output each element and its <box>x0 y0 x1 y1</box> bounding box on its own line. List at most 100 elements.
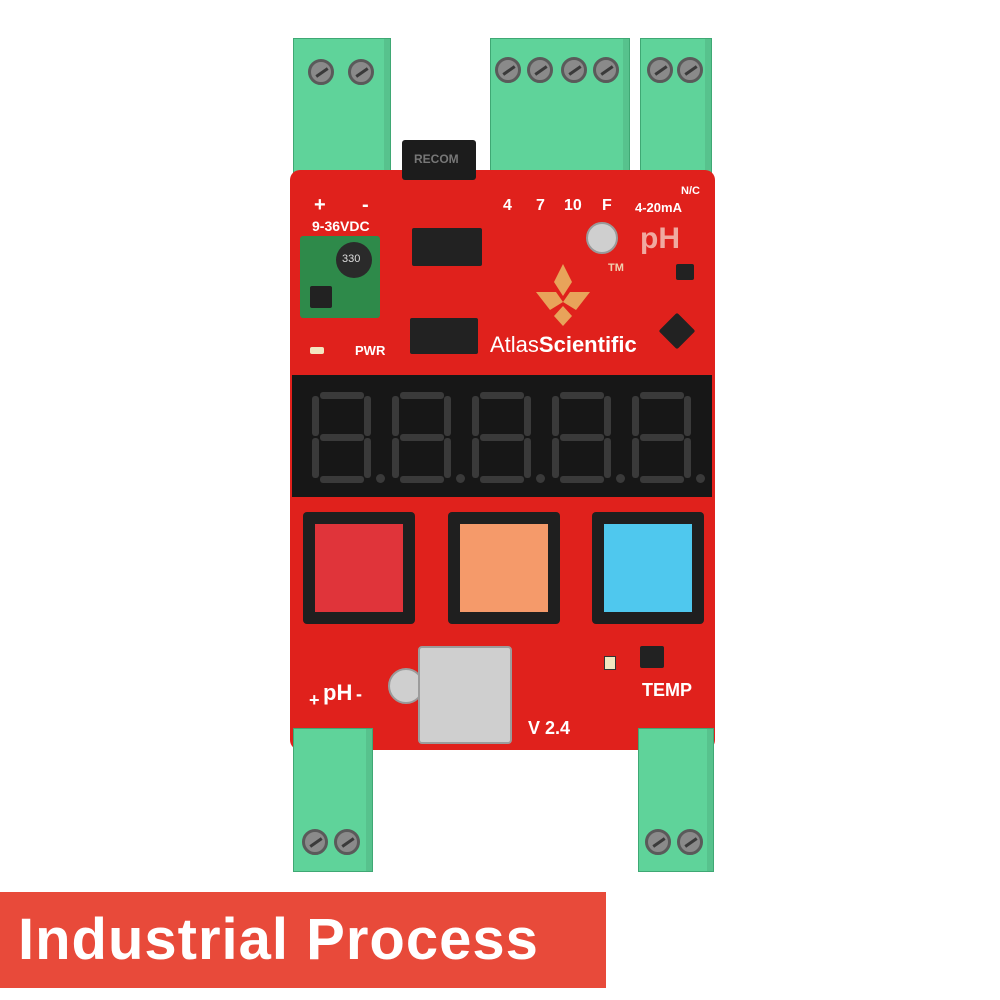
digit-segment <box>632 438 639 478</box>
red-button[interactable] <box>303 512 415 624</box>
digit-segment <box>684 396 691 436</box>
terminal-screw <box>527 57 553 83</box>
terminal-screw <box>495 57 521 83</box>
digit-segment <box>480 392 524 399</box>
digit-decimal-point <box>536 474 545 483</box>
digit-segment <box>364 438 371 478</box>
version-label: V 2.4 <box>528 718 571 738</box>
power-minus-label: - <box>362 194 369 216</box>
digit-decimal-point <box>696 474 705 483</box>
ic-chip <box>412 228 482 266</box>
digit-segment <box>320 392 364 399</box>
atlas-logo-icon <box>536 264 590 326</box>
terminal-screw <box>645 829 671 855</box>
mounting-screw <box>586 222 618 254</box>
brand-bold: Scientific <box>538 332 637 357</box>
recom-label: RECOM <box>414 152 459 166</box>
blue-button[interactable] <box>592 512 704 624</box>
current-loop-label: 4-20mA <box>635 200 682 215</box>
display-digit <box>312 392 385 483</box>
digit-segment <box>524 396 531 436</box>
digit-decimal-point <box>616 474 625 483</box>
digit-segment <box>472 396 479 436</box>
digit-segment <box>552 438 559 478</box>
display-digit <box>472 392 545 483</box>
digit-segment <box>604 396 611 436</box>
terminal-screw <box>348 59 374 85</box>
digit-segment <box>444 396 451 436</box>
nc-label: N/C <box>681 185 700 197</box>
digit-segment <box>640 476 684 483</box>
digit-segment <box>640 434 684 441</box>
smd-component <box>604 656 616 670</box>
ic-chip <box>676 264 694 280</box>
digit-segment <box>444 438 451 478</box>
ph-probe-terminal-block <box>293 728 373 872</box>
orange-button-face <box>460 524 548 612</box>
dc-dc-module: 330 <box>300 236 380 318</box>
power-terminal-block <box>293 38 391 190</box>
digit-segment <box>524 438 531 478</box>
ic-chip <box>640 646 664 668</box>
digit-segment <box>320 434 364 441</box>
terminal-screw <box>677 829 703 855</box>
orange-button[interactable] <box>448 512 560 624</box>
voltage-label: 9-36VDC <box>312 218 370 234</box>
digit-segment <box>552 396 559 436</box>
digit-segment <box>560 392 604 399</box>
temp-label: TEMP <box>642 680 693 700</box>
trademark-label: TM <box>608 262 624 274</box>
terminal-screw <box>677 57 703 83</box>
power-plus-label: + <box>314 194 326 216</box>
digit-segment <box>400 434 444 441</box>
digit-segment <box>312 438 319 478</box>
digit-segment <box>400 476 444 483</box>
display-digit <box>632 392 705 483</box>
digit-segment <box>320 476 364 483</box>
digit-decimal-point <box>456 474 465 483</box>
digit-segment <box>400 392 444 399</box>
sensor-connector <box>418 646 512 744</box>
brand-name: AtlasScientific <box>490 332 637 358</box>
digit-decimal-point <box>376 474 385 483</box>
recom-regulator: RECOM <box>402 140 476 180</box>
terminal-screw <box>647 57 673 83</box>
terminal-screw <box>593 57 619 83</box>
display-digit <box>392 392 465 483</box>
terminal-screw <box>308 59 334 85</box>
signal-terminal-block <box>490 38 630 175</box>
probe-ph-label: pH <box>323 680 353 705</box>
terminal-screw <box>302 829 328 855</box>
pwr-led-label: PWR <box>355 343 386 358</box>
pin-f-label: F <box>602 197 612 214</box>
red-button-face <box>315 524 403 612</box>
pin-4-label: 4 <box>503 197 512 214</box>
pwr-led <box>310 347 324 354</box>
category-banner: Industrial Process <box>0 892 606 988</box>
digit-segment <box>560 476 604 483</box>
display-digit <box>552 392 625 483</box>
digit-segment <box>560 434 604 441</box>
temp-terminal-block <box>638 728 714 872</box>
digit-segment <box>480 434 524 441</box>
current-loop-terminal-block <box>640 38 712 175</box>
brand-light: Atlas <box>490 332 539 357</box>
pin-7-label: 7 <box>536 197 545 214</box>
digit-segment <box>684 438 691 478</box>
digit-segment <box>392 438 399 478</box>
banner-text: Industrial Process <box>18 907 539 972</box>
digit-segment <box>312 396 319 436</box>
probe-plus-label: + <box>309 690 320 710</box>
digit-segment <box>480 476 524 483</box>
terminal-screw <box>561 57 587 83</box>
probe-minus-label: - <box>356 684 362 704</box>
ph-board-label: pH <box>640 222 680 255</box>
inductor-label: 330 <box>342 253 361 265</box>
digit-segment <box>392 396 399 436</box>
module-chip <box>310 286 332 308</box>
blue-button-face <box>604 524 692 612</box>
ic-chip <box>410 318 478 354</box>
inductor: 330 <box>336 242 372 278</box>
digit-segment <box>364 396 371 436</box>
digit-segment <box>640 392 684 399</box>
